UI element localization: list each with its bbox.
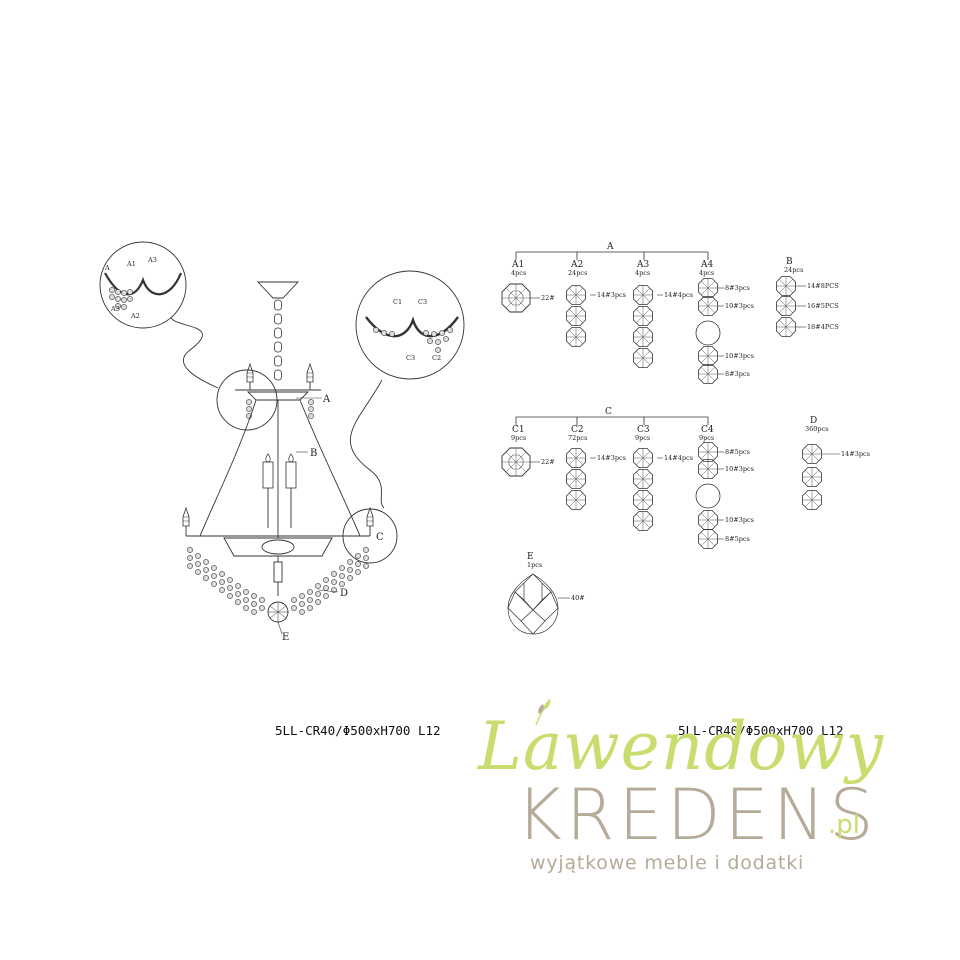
callout-d: D — [340, 588, 348, 599]
model-number-left: 5LL-CR40/Φ500xH700 L12 — [275, 723, 441, 738]
spec-note: 16#5PCS — [807, 302, 839, 310]
detail-label: C3 — [406, 354, 415, 362]
spec-note: 8#3pcs — [725, 284, 750, 292]
group-c-parts — [515, 416, 709, 425]
spec-note: 14#3pcs — [841, 450, 870, 458]
watermark-tagline: wyjątkowe meble i dodatki — [530, 852, 805, 874]
detail-label: C1 — [393, 298, 402, 306]
spec-note: 18#4PCS — [807, 323, 839, 331]
spec-note: 10#3pcs — [725, 352, 754, 360]
detail-label: C3 — [418, 298, 427, 306]
part-code: C2 — [571, 425, 584, 435]
spec-note: 14#8PCS — [807, 282, 839, 290]
chandelier-main-view — [99, 241, 465, 635]
detail-label: A — [104, 264, 110, 272]
lavender-sprig-icon — [535, 698, 551, 726]
part-qty: 72pcs — [568, 434, 587, 442]
watermark-brand: KREDENS — [516, 774, 878, 856]
spec-note: 14#3pcs — [597, 291, 626, 299]
ball-crystal — [507, 573, 559, 635]
spec-note: 10#3pcs — [725, 302, 754, 310]
spec-note: 10#3pcs — [725, 465, 754, 473]
part-qty: 9pcs — [635, 434, 650, 442]
part-code: C3 — [637, 425, 650, 435]
callout-e: E — [282, 632, 289, 643]
part-code: A1 — [511, 260, 524, 270]
group-d-crystals — [802, 443, 822, 511]
group-b-crystals — [776, 275, 796, 338]
part-qty: 4pcs — [635, 269, 650, 277]
spec-note: 22# — [541, 458, 555, 466]
spec-note: 40# — [571, 594, 585, 602]
part-qty: 9pcs — [511, 434, 526, 442]
part-code: A2 — [570, 260, 583, 270]
part-qty: 1pcs — [527, 561, 542, 569]
part-code: A4 — [700, 260, 713, 270]
part-code: C4 — [701, 425, 714, 435]
part-qty: 24pcs — [568, 269, 587, 277]
part-code: A3 — [636, 260, 649, 270]
spec-note: 14#4pcs — [664, 291, 693, 299]
detail-label: A3 — [110, 305, 120, 313]
detail-label: A3 — [147, 256, 157, 264]
spec-note: 14#4pcs — [664, 454, 693, 462]
part-qty: 24pcs — [784, 266, 803, 274]
group-c-title: C — [605, 407, 612, 417]
detail-label: A1 — [126, 260, 136, 268]
group-a-title: A — [606, 242, 614, 252]
callout-b: B — [310, 448, 317, 459]
detail-label: C2 — [432, 354, 441, 362]
group-e-title: E — [527, 552, 534, 562]
spec-note: 8#5pcs — [725, 448, 750, 456]
part-qty: 4pcs — [511, 269, 526, 277]
spec-note: 22# — [541, 294, 555, 302]
spec-note: 10#3pcs — [725, 516, 754, 524]
spec-note: 8#5pcs — [725, 535, 750, 543]
spec-note: 14#3pcs — [597, 454, 626, 462]
group-b-title: B — [786, 257, 793, 267]
group-c-crystals — [501, 441, 721, 549]
callout-a: A — [322, 394, 331, 405]
model-number-right: 5LL-CR40/Φ500xH700 L12 — [678, 723, 844, 738]
watermark-script: Lawendowy — [478, 708, 884, 785]
spec-note: 8#3pcs — [725, 370, 750, 378]
part-code: C1 — [512, 425, 525, 435]
watermark-suffix: .pl — [828, 810, 860, 840]
part-qty: 9pcs — [699, 434, 714, 442]
part-qty: 4pcs — [699, 269, 714, 277]
part-qty: 360pcs — [805, 425, 829, 433]
group-a-parts — [515, 251, 709, 260]
group-a-crystals — [501, 277, 721, 385]
callout-c: C — [376, 532, 384, 543]
detail-label: A2 — [130, 312, 140, 320]
group-d-title: D — [810, 416, 817, 426]
